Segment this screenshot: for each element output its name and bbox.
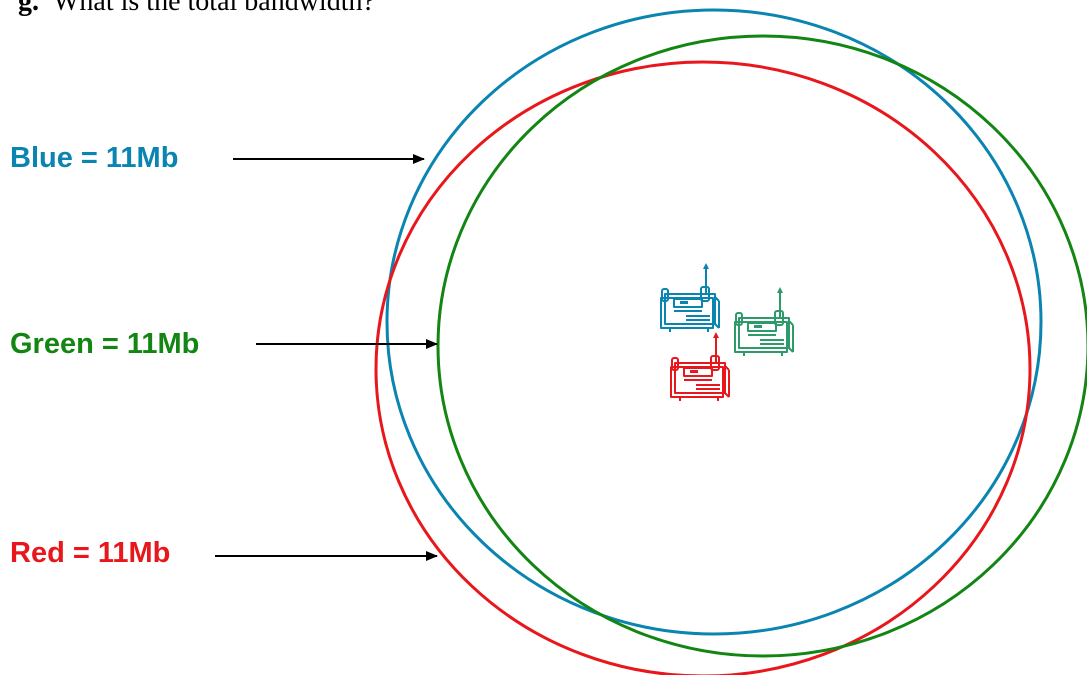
coverage-circle-red (374, 60, 1032, 675)
wireless-access-point-icon-green (734, 287, 794, 356)
wireless-access-point-icon-red (670, 332, 730, 401)
question-text: What is the total bandwidth? (53, 0, 375, 17)
legend-label-green: Green = 11Mb (10, 328, 200, 360)
legend-label-red: Red = 11Mb (10, 537, 171, 569)
coverage-circle-blue (385, 8, 1043, 636)
question-line: g. What is the total bandwidth? (18, 0, 375, 18)
question-number: g. (18, 0, 39, 17)
wireless-access-point-icon-blue (660, 263, 720, 332)
coverage-circle-green (436, 34, 1087, 658)
legend-label-blue: Blue = 11Mb (10, 142, 179, 174)
